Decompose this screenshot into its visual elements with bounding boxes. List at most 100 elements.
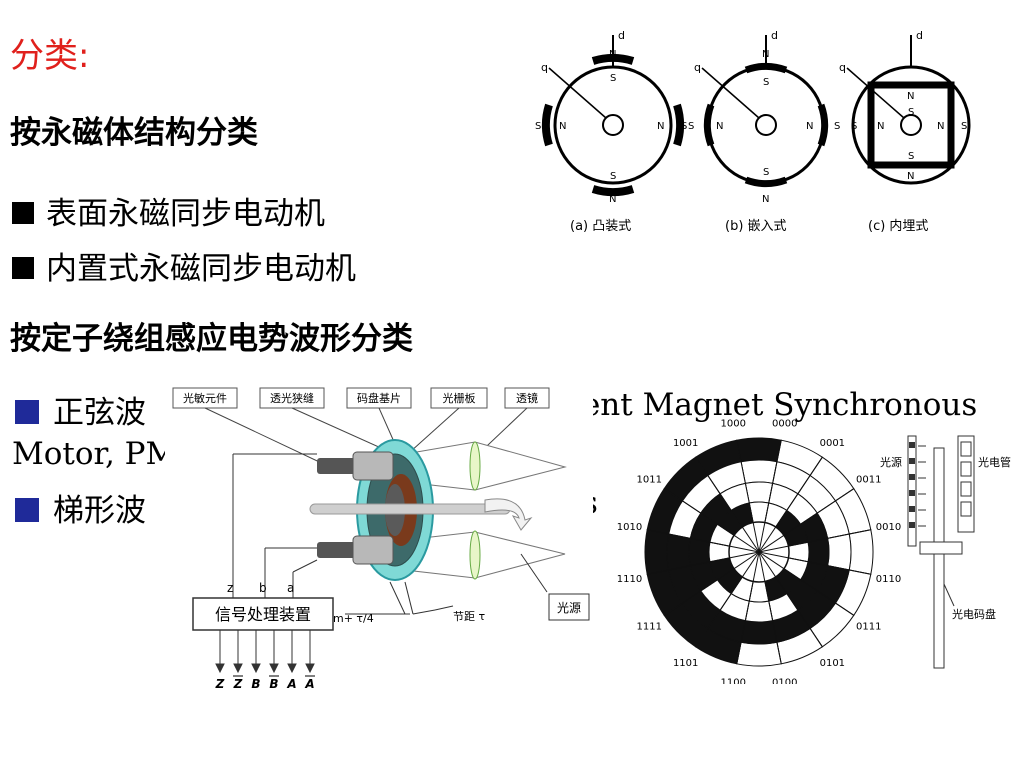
list-item: 梯形波 (15, 485, 146, 530)
pole-label: S (961, 121, 967, 132)
rotor-diagram-a: d q N S S N S N N S (535, 29, 687, 205)
pole-label: S (688, 121, 694, 132)
section-heading-emf-waveform: 按定子绕组感应电势波形分类 (10, 321, 413, 357)
bullet-square-icon (12, 256, 34, 279)
d-axis-label: d (618, 29, 625, 42)
pole-label: S (908, 151, 914, 162)
code-label: 1011 (637, 475, 662, 486)
pole-label: N (609, 194, 616, 205)
code-label: 0000 (772, 419, 797, 430)
code-label: 0110 (876, 574, 901, 585)
section-heading-magnet-structure: 按永磁体结构分类 (10, 115, 258, 151)
pole-label: S (834, 121, 840, 132)
figure-caption-b: (b) 嵌入式 (725, 219, 787, 234)
pole-label: S (681, 121, 687, 132)
label-slit: 透光狭缝 (270, 391, 314, 405)
output-signal-label: B (251, 677, 260, 691)
d-axis-label: d (771, 29, 778, 42)
code-label: 0001 (820, 438, 845, 449)
signal-processor-label: 信号处理装置 (215, 605, 311, 624)
d-axis-label: d (916, 29, 923, 42)
list-item: 表面永磁同步电动机 (12, 188, 325, 233)
hub-divider (752, 551, 760, 582)
label-photosensor: 光敏元件 (183, 391, 227, 405)
hub-divider (741, 526, 760, 553)
code-disk-label: 光电码盘 (952, 607, 996, 621)
photocell-disk-figure: 光源 光电管 光电码盘 (880, 435, 1011, 669)
rotor-diagram-c: d q N S S N S N N S (839, 29, 971, 185)
code-sector (807, 537, 830, 567)
hub-divider (729, 551, 760, 559)
code-label: 1111 (637, 621, 662, 632)
list-item-text: 正弦波 (53, 395, 146, 431)
light-source-label: 光源 (880, 455, 902, 469)
code-label: 0011 (856, 475, 881, 486)
figure-caption-a: (a) 凸装式 (570, 219, 631, 234)
code-sector (688, 537, 711, 567)
code-sector (827, 533, 852, 571)
code-label: 0101 (820, 658, 845, 669)
channel-label: z (227, 581, 233, 595)
pole-label: N (762, 49, 769, 60)
light-source-label: 光源 (557, 601, 581, 615)
pole-label: S (851, 121, 857, 132)
label-lens: 透镜 (516, 391, 538, 405)
output-signal-label: Z (233, 677, 243, 691)
q-axis-label: q (694, 61, 701, 74)
label-boxes: 光敏元件 透光狭缝 码盘基片 光栅板 透镜 (172, 387, 550, 409)
code-label: 0100 (772, 677, 797, 684)
list-item-tail-text: nent Magnet Synchronous (562, 387, 978, 423)
pole-label: N (609, 49, 616, 60)
hub-divider (733, 534, 760, 553)
pole-label: N (716, 121, 723, 132)
output-signal-label: B (269, 677, 278, 691)
code-sector (744, 481, 774, 504)
code-label: 1001 (673, 438, 698, 449)
code-sector (744, 600, 774, 623)
phase-formula-label: m+ τ/4 (333, 612, 374, 625)
rotor-diagram-b: d q N S S N S N N S (688, 29, 840, 205)
list-item-text: 内置式永磁同步电动机 (46, 251, 356, 287)
output-signal-label: A (286, 677, 296, 691)
hub-divider (758, 551, 766, 582)
list-item-text: 梯形波 (53, 493, 146, 529)
code-label: 1000 (721, 419, 746, 430)
figure-caption-c: (c) 内埋式 (868, 218, 928, 234)
pole-label: S (610, 73, 616, 84)
slide-title: 分类: (10, 36, 90, 76)
channel-label: a (287, 581, 294, 595)
pitch-label: 节距 τ (453, 610, 485, 623)
light-source-array (907, 435, 926, 547)
hub-divider (733, 551, 760, 570)
pole-label: S (610, 171, 616, 182)
list-item-text: 表面永磁同步电动机 (46, 196, 325, 232)
bullet-square-icon (12, 201, 34, 224)
rotor-structure-figure: d q N S S N S N N S d q N S S N S N N S … (535, 29, 971, 234)
list-item: 正弦波 (15, 387, 146, 432)
hub-divider (752, 522, 760, 553)
bullet-square-icon (15, 399, 39, 424)
hub-divider (758, 522, 766, 553)
code-sector (736, 641, 782, 667)
hub-divider (758, 526, 777, 553)
hub-divider (729, 545, 760, 553)
q-axis-label: q (839, 61, 846, 74)
hub-divider (758, 551, 789, 559)
label-disk-base: 码盘基片 (357, 391, 401, 405)
pole-label: S (535, 121, 541, 132)
code-sector (666, 533, 691, 571)
pole-label: N (937, 121, 944, 132)
hub-divider (758, 545, 789, 553)
code-label: 0010 (876, 522, 901, 533)
code-sector (848, 529, 874, 575)
hub-divider (758, 551, 777, 578)
encoder-structure-figure: 光敏元件 透光狭缝 码盘基片 光栅板 透镜 信号处理装置 (165, 382, 593, 698)
code-label: 1010 (617, 522, 642, 533)
hub-divider (758, 551, 785, 570)
channel-label: b (259, 581, 267, 595)
code-sector (740, 459, 778, 484)
output-signal-label: A (304, 677, 314, 691)
photocell-label: 光电管 (978, 455, 1011, 469)
label-grating: 光栅板 (443, 391, 476, 405)
